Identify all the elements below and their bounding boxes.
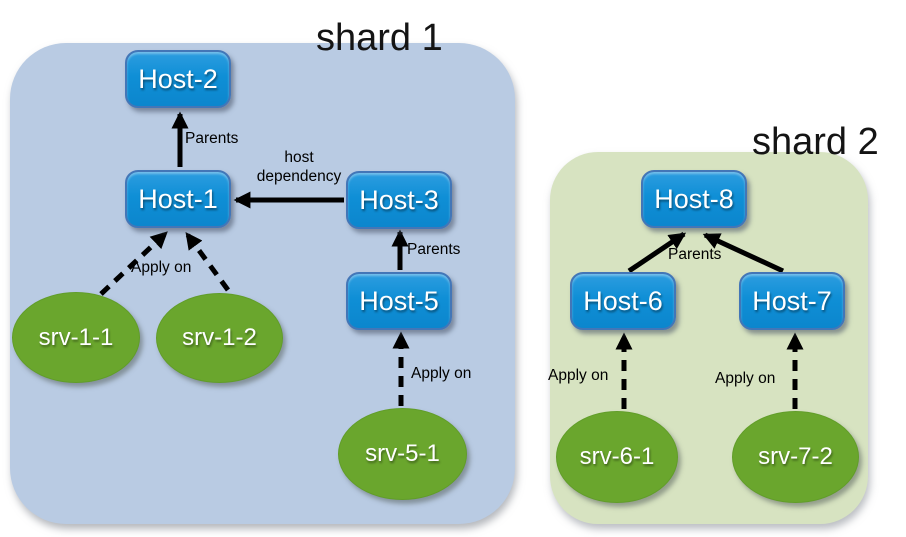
shard2-title: shard 2 (752, 121, 879, 163)
edge-label-parents-host8: Parents (668, 246, 722, 263)
host-3-label: Host-3 (359, 184, 439, 215)
host-node-host-8: Host-8 (641, 170, 747, 228)
host-5-label: Host-5 (359, 285, 439, 316)
edge-label-apply-on-srv61: Apply on (548, 367, 609, 384)
service-node-srv-6-1: srv-6-1 (556, 411, 678, 503)
host-node-host-6: Host-6 (570, 272, 676, 330)
service-node-srv-5-1: srv-5-1 (338, 408, 467, 500)
edge-label-apply-on-srv72: Apply on (715, 370, 776, 387)
edge-label-parents-host1-host2: Parents (185, 130, 239, 147)
host-8-label: Host-8 (654, 183, 734, 214)
edge-label-apply-on-srv1: Apply on (131, 259, 192, 276)
shard1-title: shard 1 (316, 17, 443, 59)
service-node-srv-7-2: srv-7-2 (732, 411, 859, 503)
srv-1-2-label: srv-1-2 (182, 324, 257, 351)
host-node-host-1: Host-1 (125, 170, 231, 228)
edge-label-parents-host5-host3: Parents (407, 241, 461, 258)
service-node-srv-1-2: srv-1-2 (156, 293, 283, 383)
host-node-host-2: Host-2 (125, 50, 231, 108)
host-7-label: Host-7 (752, 285, 832, 316)
edge-label-host-dependency: host dependency (256, 149, 342, 185)
host-node-host-7: Host-7 (739, 272, 845, 330)
host-1-label: Host-1 (138, 183, 218, 214)
host-2-label: Host-2 (138, 63, 218, 94)
host-6-label: Host-6 (583, 285, 663, 316)
host-node-host-5: Host-5 (346, 272, 452, 330)
srv-5-1-label: srv-5-1 (365, 440, 440, 467)
srv-1-1-label: srv-1-1 (38, 323, 114, 351)
edge-label-apply-on-srv51: Apply on (411, 365, 472, 382)
srv-6-1-label: srv-6-1 (579, 443, 655, 470)
srv-7-2-label: srv-7-2 (758, 443, 833, 470)
host-node-host-3: Host-3 (346, 171, 452, 229)
service-node-srv-1-1: srv-1-1 (12, 292, 140, 383)
